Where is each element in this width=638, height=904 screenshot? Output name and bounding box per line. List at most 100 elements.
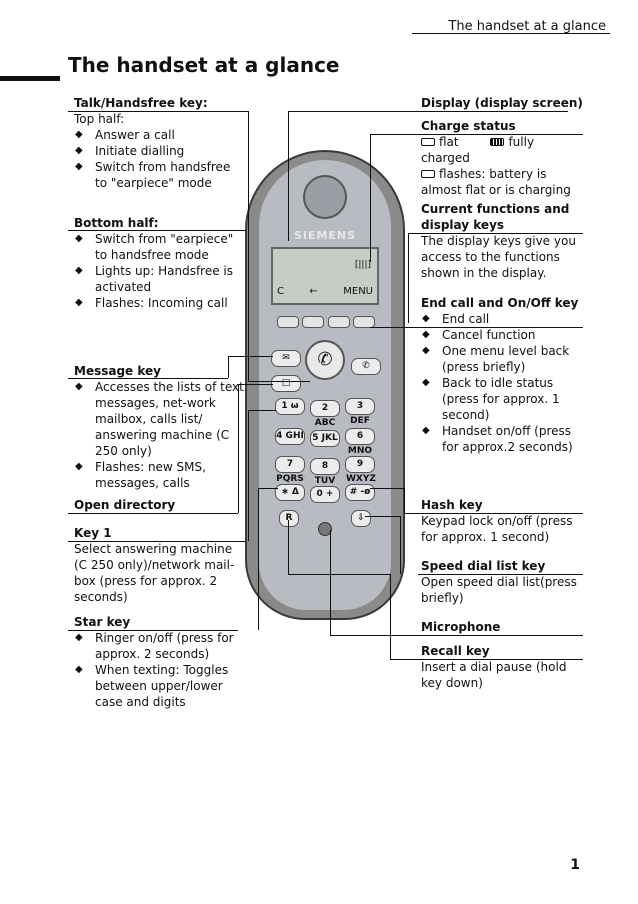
recall-heading: Recall key xyxy=(421,644,490,658)
leader-talk-v xyxy=(248,111,249,381)
leader-hash-h xyxy=(370,488,404,489)
endcall-heading: End call and On/Off key xyxy=(421,296,579,310)
list-item: One menu level back (press briefly) xyxy=(421,343,587,375)
message-key[interactable]: ✉ xyxy=(271,350,301,367)
block-bottom-half: Bottom half: Switch from "earpiece" to h… xyxy=(74,215,244,311)
directory-key[interactable]: □ xyxy=(271,375,301,392)
key-3[interactable]: 3 DEF xyxy=(345,398,375,426)
display-key-left[interactable] xyxy=(277,316,299,328)
hash-key[interactable]: # -ø xyxy=(345,484,375,501)
list-item: Ringer on/off (press for approx. 2 secon… xyxy=(74,630,244,662)
leader-talk-h xyxy=(248,381,310,382)
rule-mic xyxy=(418,635,583,636)
functions-text: The display keys give you access to the … xyxy=(421,234,576,280)
charge-heading: Charge status xyxy=(421,119,516,133)
leader-directory-h xyxy=(238,384,273,385)
leader-directory-v xyxy=(238,384,239,513)
recall-key[interactable]: R xyxy=(279,510,299,527)
leader-key1-v xyxy=(248,410,249,541)
key-4[interactable]: 4 GHI xyxy=(275,428,305,445)
leader-charge-h xyxy=(370,134,418,135)
head-rule xyxy=(412,33,610,34)
soft-c-label: C xyxy=(277,286,284,297)
key-9[interactable]: 9 WXYZ xyxy=(345,456,376,484)
list-item: Switch from handsfree to "earpiece" mode xyxy=(74,159,244,191)
directory-heading: Open directory xyxy=(74,498,176,512)
rule-key1 xyxy=(68,541,248,542)
leader-speed-h xyxy=(365,516,400,517)
display-key-right[interactable] xyxy=(352,316,375,328)
hash-text: Keypad lock on/off (press for approx. 1 … xyxy=(421,514,573,544)
leader-charge-v xyxy=(370,134,371,262)
charge-flashes: flashes: battery is almost flat or is ch… xyxy=(421,167,571,197)
leader-display-h xyxy=(288,111,418,112)
battery-icon: [|||] xyxy=(354,260,371,270)
talk-heading: Talk/Handsfree key: xyxy=(74,96,208,110)
key-6[interactable]: 6 MNO xyxy=(345,428,375,456)
message-heading: Message key xyxy=(74,364,161,378)
block-talk-handsfree: Talk/Handsfree key: Top half: Answer a c… xyxy=(74,95,244,191)
list-item: Cancel function xyxy=(421,327,587,343)
key-8[interactable]: 8 TUV xyxy=(310,458,340,486)
speed-dial-key[interactable]: ⇩ xyxy=(351,510,371,527)
mic-heading: Microphone xyxy=(421,620,501,634)
title-bar xyxy=(0,76,60,81)
list-item: Answer a call xyxy=(74,127,244,143)
list-item: Handset on/off (press for approx.2 secon… xyxy=(421,423,587,455)
leader-recall-h xyxy=(288,574,390,575)
display-key-mid-right[interactable] xyxy=(327,316,350,328)
star-key[interactable]: ∗ Δ xyxy=(275,484,305,501)
handset-illustration: SIEMENS [|||] C ← MENU ✉ □ ✆ ✆ 1 ω 2 ABC… xyxy=(245,150,405,620)
talk-sub: Top half: xyxy=(74,112,125,126)
talk-key[interactable]: ✆ xyxy=(305,340,345,380)
talk-list: Answer a call Initiate dialling Switch f… xyxy=(74,127,244,191)
leader-recall-v xyxy=(390,574,391,659)
message-list: Accesses the lists of text messages, net… xyxy=(74,379,244,491)
list-item: Initiate dialling xyxy=(74,143,244,159)
list-item: Lights up: Handsfree is activated xyxy=(74,263,244,295)
battery-empty-icon xyxy=(421,170,435,178)
block-end-call: End call and On/Off key End call Cancel … xyxy=(421,295,587,455)
key-2[interactable]: 2 ABC xyxy=(310,400,340,428)
bottom-list: Switch from "earpiece" to handsfree mode… xyxy=(74,231,244,311)
hash-heading: Hash key xyxy=(421,498,483,512)
display-heading: Display (display screen) xyxy=(421,96,583,110)
display-key-mid-left[interactable] xyxy=(302,316,325,328)
back-arrow-icon: ← xyxy=(309,286,318,297)
end-call-key[interactable]: ✆ xyxy=(351,358,381,375)
block-microphone: Microphone xyxy=(421,619,587,635)
key-1[interactable]: 1 ω xyxy=(275,398,305,415)
key-5[interactable]: 5 JKL xyxy=(310,430,340,447)
leader-display-v xyxy=(288,111,289,241)
list-item: Flashes: Incoming call xyxy=(74,295,244,311)
key-0[interactable]: 0 + xyxy=(310,486,340,503)
display-keys xyxy=(277,316,375,328)
charge-line: flat fully xyxy=(421,134,587,150)
microphone xyxy=(318,522,332,536)
charge-flashes-line: flashes: battery is almost flat or is ch… xyxy=(421,166,587,198)
list-item: Accesses the lists of text messages, net… xyxy=(74,379,244,459)
leader-message-v xyxy=(228,356,229,378)
recall-text: Insert a dial pause (hold key down) xyxy=(421,660,567,690)
speed-text: Open speed dial list(press briefly) xyxy=(421,575,577,605)
star-list: Ringer on/off (press for approx. 2 secon… xyxy=(74,630,244,710)
page-number: 1 xyxy=(570,857,580,873)
battery-full-icon xyxy=(490,138,505,146)
star-heading: Star key xyxy=(74,615,131,629)
block-message-key: Message key Accesses the lists of text m… xyxy=(74,363,244,491)
block-hash-key: Hash key Keypad lock on/off (press for a… xyxy=(421,497,587,545)
running-head: The handset at a glance xyxy=(448,19,606,34)
block-speed-dial: Speed dial list key Open speed dial list… xyxy=(421,558,587,606)
leader-mic-h xyxy=(330,635,418,636)
key-7[interactable]: 7 PQRS xyxy=(275,456,305,484)
leader-mic-v xyxy=(330,530,331,635)
functions-heading: Current functions and display keys xyxy=(421,202,570,232)
endcall-list: End call Cancel function One menu level … xyxy=(421,311,587,455)
block-open-directory: Open directory xyxy=(74,497,244,513)
leader-star-h xyxy=(258,488,278,489)
soft-menu-label: MENU xyxy=(343,286,373,297)
charge-charged: charged xyxy=(421,151,470,165)
bottom-heading: Bottom half: xyxy=(74,216,159,230)
charge-flat: flat xyxy=(439,135,459,149)
block-star-key: Star key Ringer on/off (press for approx… xyxy=(74,614,244,710)
